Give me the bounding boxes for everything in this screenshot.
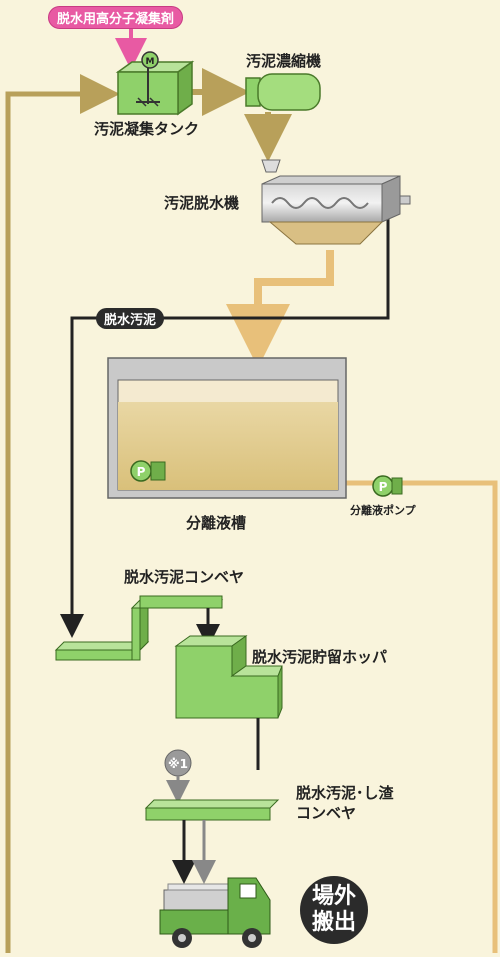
sludge-dewaterer xyxy=(261,159,411,245)
sludge-feed-line xyxy=(5,74,120,953)
pump-mark-tank: P xyxy=(137,465,146,479)
filtrate-to-tank-line xyxy=(226,250,334,368)
conveyor2-label-line2: コンベヤ xyxy=(296,804,357,822)
conveyor2-label-line1: 脱水汚泥･し渣 xyxy=(296,784,394,802)
dewatered-sludge-hopper xyxy=(174,635,283,719)
dump-truck xyxy=(159,877,271,948)
submersible-pump: P xyxy=(130,460,166,482)
thickener-label: 汚泥濃縮機 xyxy=(246,52,322,70)
separation-tank-label: 分離液槽 xyxy=(186,514,247,532)
sludge-thickener xyxy=(245,73,321,111)
hopper-label: 脱水汚泥貯留ホッパ xyxy=(252,648,388,666)
flocculation-tank-label: 汚泥凝集タンク xyxy=(94,120,200,138)
flocculant-label: 脱水用高分子凝集剤 xyxy=(48,6,184,29)
note-mark-text: ※1 xyxy=(168,757,188,771)
separation-pump-label: 分離液ポンプ xyxy=(350,504,416,517)
note-mark: ※1 xyxy=(164,749,192,777)
agitator-motor: M xyxy=(141,51,159,69)
pump-mark-separation: P xyxy=(379,480,388,494)
conveyor-label: 脱水汚泥コンベヤ xyxy=(124,568,245,586)
dewatered-sludge-line xyxy=(60,214,390,638)
dewaterer-label: 汚泥脱水機 xyxy=(164,194,240,212)
dewatered-sludge-conveyor xyxy=(54,595,224,661)
flocculation-tank xyxy=(115,60,195,116)
offsite-removal-badge: 場外 搬出 xyxy=(300,876,368,944)
offsite-line2: 搬出 xyxy=(311,910,356,935)
filtrate-return-line xyxy=(344,480,498,953)
separation-pump: P xyxy=(372,475,403,497)
sludge-screenings-conveyor xyxy=(144,799,280,821)
motor-mark: M xyxy=(146,57,155,67)
offsite-line1: 場外 xyxy=(311,884,356,909)
dewatered-sludge-tag: 脱水汚泥 xyxy=(96,308,165,329)
